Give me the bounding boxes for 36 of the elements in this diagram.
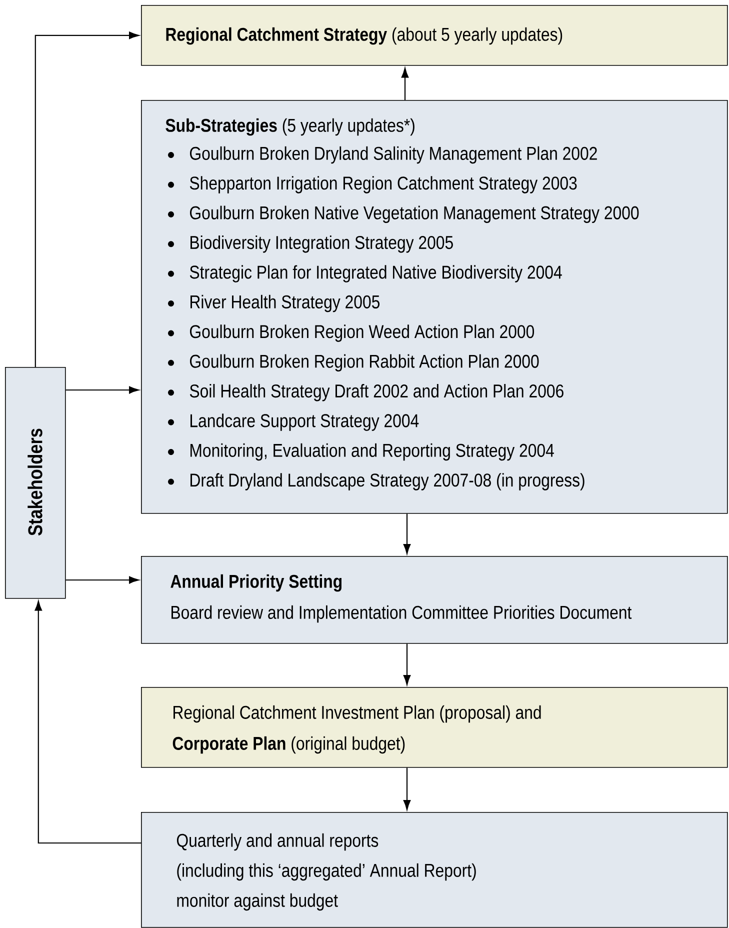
- heading-text: Annual Priority Setting: [170, 574, 342, 592]
- list-item: Strategic Plan for Integrated Native Biodiversity 2004: [168, 265, 562, 282]
- process-box: [141, 687, 728, 768]
- box-text: (including this ‘aggregated’ Annual Report): [177, 863, 476, 881]
- list-item: Soil Health Strategy Draft 2002 and Action Plan 2006: [168, 384, 564, 402]
- box-text: monitor against budget: [177, 893, 338, 911]
- arrow: [401, 68, 409, 100]
- process-box: [141, 100, 728, 514]
- arrow: [34, 32, 140, 367]
- arrow: [403, 514, 411, 554]
- arrow: [66, 576, 140, 584]
- arrow: [34, 600, 141, 844]
- list-item: Landcare Support Strategy 2004: [168, 414, 419, 431]
- arrow: [403, 644, 411, 686]
- arrow: [66, 386, 140, 394]
- arrow: [403, 768, 411, 810]
- list-item: Goulburn Broken Region Rabbit Action Plan 2000: [168, 354, 539, 372]
- process-box: [141, 5, 728, 66]
- list-item: Biodiversity Integration Strategy 2005: [168, 235, 453, 253]
- vertical-label: Stakeholders: [28, 428, 42, 536]
- list-item: River Health Strategy 2005: [168, 294, 380, 312]
- list-item: Goulburn Broken Native Vegetation Management Strategy 2000: [168, 206, 639, 224]
- box-text: Regional Catchment Investment Plan (proposal) and: [174, 705, 541, 723]
- list-item: Shepparton Irrigation Region Catchment Strategy 2003: [168, 176, 577, 194]
- process-box: [141, 812, 728, 928]
- process-box: [141, 556, 728, 644]
- box-text: Corporate Plan (original budget): [172, 736, 405, 754]
- heading-text: Sub-Strategies (5 yearly updates*): [166, 118, 414, 136]
- box-text: Board review and Implementation Committee Priorities Document: [172, 605, 632, 623]
- list-item: Goulburn Broken Dryland Salinity Management Plan 2002: [168, 146, 597, 164]
- list-item: Draft Dryland Landscape Strategy 2007-08 (in progress): [168, 473, 584, 490]
- box-text: Quarterly and annual reports: [176, 833, 378, 851]
- list-item: Monitoring, Evaluation and Reporting Strategy 2004: [168, 443, 554, 461]
- list-item: Goulburn Broken Region Weed Action Plan 2000: [168, 324, 534, 342]
- box-text: Regional Catchment Strategy (about 5 yearly updates): [166, 27, 562, 45]
- process-box: [5, 367, 66, 599]
